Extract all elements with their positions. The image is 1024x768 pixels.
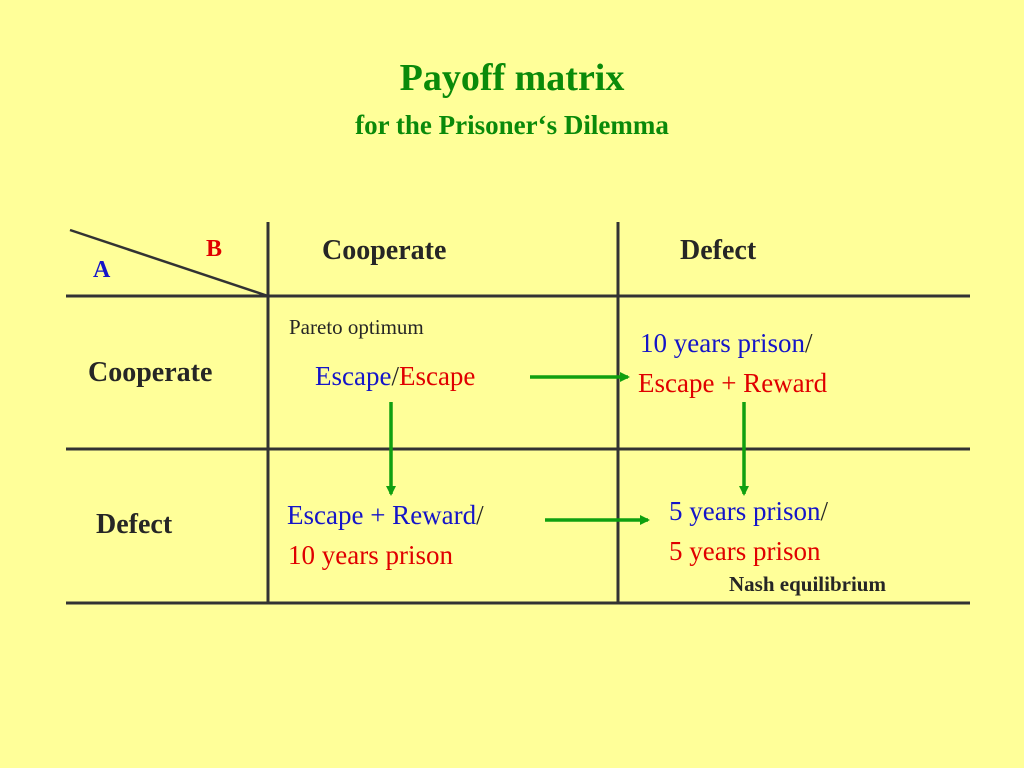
cell-cooperate-cooperate: Escape/Escape [315,361,475,392]
cell-defect-defect: 5 years prison/ [669,496,828,527]
payoff-separator: / [820,496,828,526]
payoff-separator: / [391,361,399,391]
payoff-separator: / [804,328,813,358]
payoff-separator: / [476,500,484,530]
column-header-defect: Defect [680,235,757,266]
page-title: Payoff matrix [399,57,625,99]
cell-defect-cooperate: Escape + Reward/ [287,500,484,531]
nash-equilibrium-label: Nash equilibrium [729,572,886,596]
payoff-a: 10 years prison [640,328,805,358]
payoff-b: 10 years prison [288,540,453,570]
payoff-a: Escape + Reward [287,500,477,530]
payoff-b: Escape [398,361,476,391]
payoff-b: Escape + Reward [638,368,828,398]
corner-diagonal-line [69,228,269,298]
payoff-b: 5 years prison [669,536,821,566]
cell-cooperate-defect: 10 years prison/ [640,328,812,359]
column-header-cooperate: Cooperate [322,235,447,266]
page-subtitle: for the Prisoner‘s Dilemma [355,110,669,140]
payoff-a: 5 years prison [669,496,821,526]
row-header-cooperate: Cooperate [88,357,213,388]
row-header-defect: Defect [96,509,173,540]
row-player-label: A [93,257,111,283]
payoff-a: Escape [315,361,392,391]
pareto-optimum-label: Pareto optimum [289,315,424,339]
column-player-label: B [206,236,223,262]
